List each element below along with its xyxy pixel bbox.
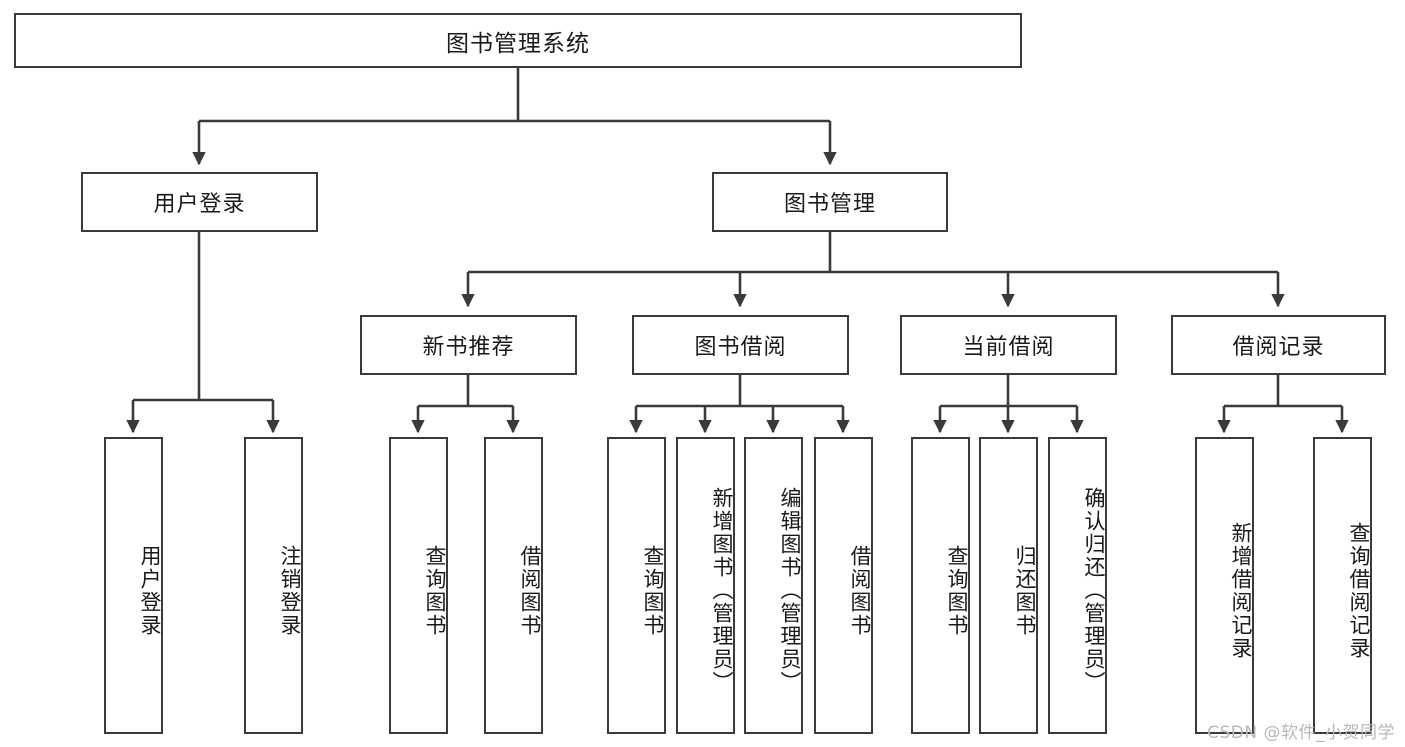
node-label: 注销登录: [278, 544, 302, 637]
node-user-login[interactable]: 用户登录: [81, 172, 318, 232]
node-book-borrow[interactable]: 图书借阅: [632, 315, 849, 375]
leaf-current-confirm-return-admin[interactable]: 确认归还（管理员）: [1048, 437, 1107, 734]
node-label: 新书推荐: [422, 335, 515, 360]
leaf-user-login-signout[interactable]: 注销登录: [244, 437, 303, 734]
node-label: 新增图书（管理员）: [710, 487, 734, 694]
node-label: 图书管理系统: [446, 30, 590, 57]
leaf-recommend-borrow-book[interactable]: 借阅图书: [484, 437, 543, 734]
node-current-borrow[interactable]: 当前借阅: [900, 315, 1117, 375]
node-label: 借阅图书: [848, 544, 872, 637]
leaf-records-query-record[interactable]: 查询借阅记录: [1313, 437, 1372, 734]
node-label: 新增借阅记录: [1229, 521, 1253, 660]
node-label: 当前借阅: [962, 335, 1055, 360]
node-root-system[interactable]: 图书管理系统: [14, 13, 1022, 68]
leaf-borrow-edit-book-admin[interactable]: 编辑图书（管理员）: [744, 437, 803, 734]
node-label: 查询图书: [641, 544, 665, 637]
node-label: 用户登录: [138, 544, 162, 637]
node-label: 用户登录: [153, 192, 246, 217]
node-label: 归还图书: [1013, 544, 1037, 637]
leaf-records-add-record[interactable]: 新增借阅记录: [1195, 437, 1254, 734]
node-label: 查询图书: [945, 544, 969, 637]
node-label: 借阅记录: [1232, 335, 1325, 360]
node-label: 确认归还（管理员）: [1082, 487, 1106, 694]
node-label: 借阅图书: [518, 544, 542, 637]
node-label: 查询借阅记录: [1347, 521, 1371, 660]
leaf-borrow-add-book-admin[interactable]: 新增图书（管理员）: [676, 437, 735, 734]
watermark: CSDN @软件_小贺同学: [1207, 723, 1395, 743]
node-book-management[interactable]: 图书管理: [712, 172, 948, 232]
leaf-current-return-book[interactable]: 归还图书: [979, 437, 1038, 734]
node-borrow-records[interactable]: 借阅记录: [1171, 315, 1386, 375]
node-new-book-recommend[interactable]: 新书推荐: [360, 315, 577, 375]
leaf-current-query-book[interactable]: 查询图书: [911, 437, 970, 734]
node-label: 查询图书: [423, 544, 447, 637]
node-label: 编辑图书（管理员）: [778, 487, 802, 694]
leaf-recommend-query-book[interactable]: 查询图书: [389, 437, 448, 734]
node-label: 图书借阅: [694, 335, 787, 360]
leaf-borrow-query-book[interactable]: 查询图书: [607, 437, 666, 734]
node-label: 图书管理: [783, 192, 876, 217]
leaf-user-login-signin[interactable]: 用户登录: [104, 437, 163, 734]
leaf-borrow-borrow-book[interactable]: 借阅图书: [814, 437, 873, 734]
